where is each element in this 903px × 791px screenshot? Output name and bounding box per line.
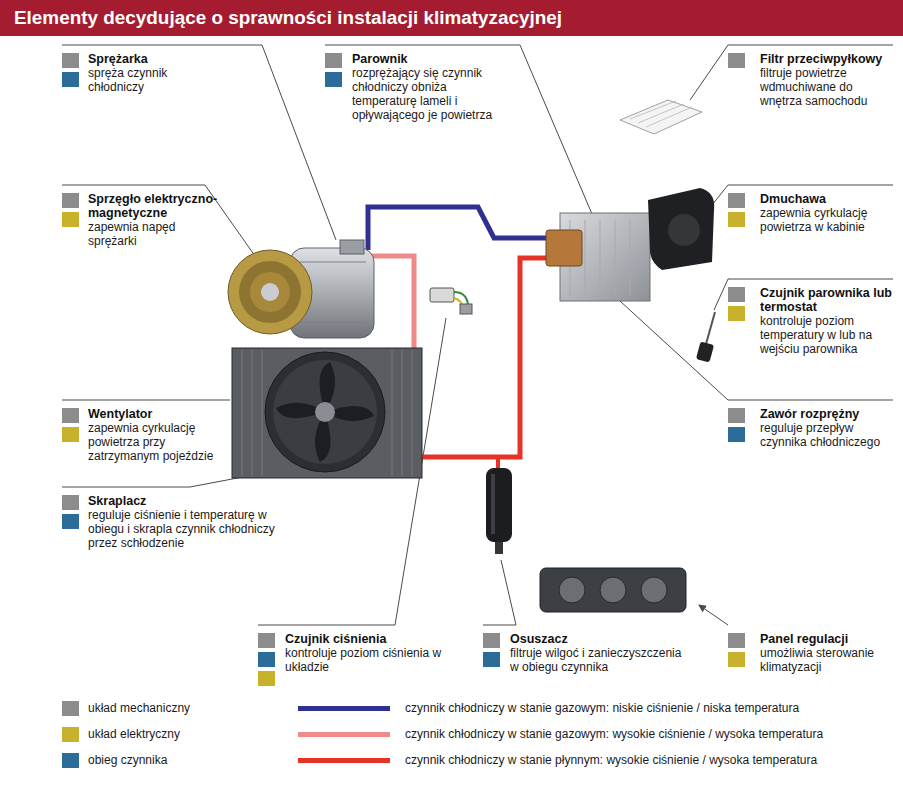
component-name: Czujnik parownika lub termostat (760, 286, 896, 314)
component-name: Filtr przeciwpyłkowy (760, 52, 896, 66)
legend-text: układ mechaniczny (88, 701, 190, 716)
system-marker (325, 53, 342, 68)
legend-text: czynnik chłodniczy w stanie gazowym: wys… (405, 727, 823, 742)
component-label: Sprężarkaspręża czynnik chłodniczy (88, 52, 223, 94)
pipe-low-pressure (368, 207, 550, 250)
cabin-filter-illustration (620, 100, 702, 134)
pipe-high-pressure-gas (372, 256, 414, 350)
legend-line-sample (298, 758, 390, 763)
component-description: rozprężający się czynnik chłodniczy obni… (352, 66, 512, 122)
component-label: Panel regulacjiumożliwia sterowanie klim… (760, 632, 896, 674)
component-label: Wentylatorzapewnia cyrkulację powietrza … (88, 407, 224, 463)
component-label: Parownikrozprężający się czynnik chłodni… (352, 52, 512, 122)
legend-swatch (62, 701, 79, 716)
legend-text: czynnik chłodniczy w stanie płynnym: wys… (405, 753, 817, 768)
legend-line-sample (298, 732, 390, 737)
system-marker (728, 53, 745, 68)
system-marker (62, 408, 79, 423)
legend-swatch (62, 753, 79, 768)
system-marker (728, 306, 745, 321)
control-panel-illustration (540, 568, 686, 612)
component-description: spręża czynnik chłodniczy (88, 66, 223, 94)
component-description: reguluje przepływ czynnika chłodniczego (760, 421, 896, 449)
component-description: umożliwia sterowanie klimatyzacji (760, 646, 896, 674)
system-marker (62, 72, 79, 87)
system-marker (62, 514, 79, 529)
component-label: Dmuchawazapewnia cyrkulację powietrza w … (760, 192, 896, 234)
condenser-illustration (232, 348, 422, 478)
pipe-liquid (420, 258, 550, 457)
component-description: kontroluje poziom ciśnienia w układzie (285, 646, 457, 674)
system-marker (62, 193, 79, 208)
dryer-illustration (486, 468, 512, 554)
system-marker (728, 427, 745, 442)
system-marker (483, 652, 500, 667)
component-label: Czujnik ciśnieniakontroluje poziom ciśni… (285, 632, 457, 674)
thermostat-illustration (696, 312, 715, 363)
component-name: Zawór rozprężny (760, 407, 896, 421)
component-name: Sprężarka (88, 52, 223, 66)
component-description: zapewnia cyrkulację powietrza w kabinie (760, 206, 896, 234)
component-description: zapewnia napęd sprężarki (88, 220, 223, 248)
component-label: Osuszaczfiltruje wilgoć i zanieczyszczen… (510, 632, 692, 674)
component-description: kontroluje poziom temperatury w lub na w… (760, 314, 896, 356)
component-description: zapewnia cyrkulację powietrza przy zatrz… (88, 421, 224, 463)
component-description: filtruje wilgoć i zanieczyszczenia w obi… (510, 646, 692, 674)
component-name: Dmuchawa (760, 192, 896, 206)
legend-text: układ elektryczny (88, 727, 180, 742)
legend-swatch (62, 727, 79, 742)
component-name: Osuszacz (510, 632, 692, 646)
component-name: Czujnik ciśnienia (285, 632, 457, 646)
pressure-sensor-illustration (430, 288, 472, 314)
legend-line-sample (298, 706, 390, 711)
component-description: filtruje powietrze wdmuchiwane do wnętrz… (760, 66, 896, 108)
system-marker (62, 53, 79, 68)
component-label: Czujnik parownika lub termostatkontroluj… (760, 286, 896, 356)
system-marker (728, 212, 745, 227)
diagram-title: Elementy decydujące o sprawności instala… (14, 6, 903, 30)
system-marker (728, 652, 745, 667)
system-marker (483, 633, 500, 648)
component-description: reguluje ciśnienie i temperaturę w obieg… (88, 508, 300, 550)
component-label: Filtr przeciwpyłkowyfiltruje powietrze w… (760, 52, 896, 108)
component-label: Skraplaczreguluje ciśnienie i temperatur… (88, 494, 300, 550)
component-label: Sprzęgło elektryczno-magnetycznezapewnia… (88, 192, 223, 248)
system-marker (258, 652, 275, 667)
legend-text: obieg czynnika (88, 753, 167, 768)
system-marker (325, 72, 342, 87)
component-name: Wentylator (88, 407, 224, 421)
system-marker (258, 671, 275, 686)
system-marker (728, 633, 745, 648)
system-marker (728, 193, 745, 208)
system-marker (62, 495, 79, 510)
system-marker (62, 427, 79, 442)
compressor-illustration (228, 240, 374, 338)
evaporator-illustration (546, 188, 714, 301)
system-marker (258, 633, 275, 648)
system-marker (728, 408, 745, 423)
legend-text: czynnik chłodniczy w stanie gazowym: nis… (405, 701, 799, 716)
component-label: Zawór rozprężnyreguluje przepływ czynnik… (760, 407, 896, 449)
component-name: Skraplacz (88, 494, 300, 508)
title-bar: Elementy decydujące o sprawności instala… (0, 0, 903, 36)
component-name: Sprzęgło elektryczno-magnetyczne (88, 192, 223, 220)
component-name: Parownik (352, 52, 512, 66)
system-marker (728, 287, 745, 302)
system-marker (62, 212, 79, 227)
component-name: Panel regulacji (760, 632, 896, 646)
